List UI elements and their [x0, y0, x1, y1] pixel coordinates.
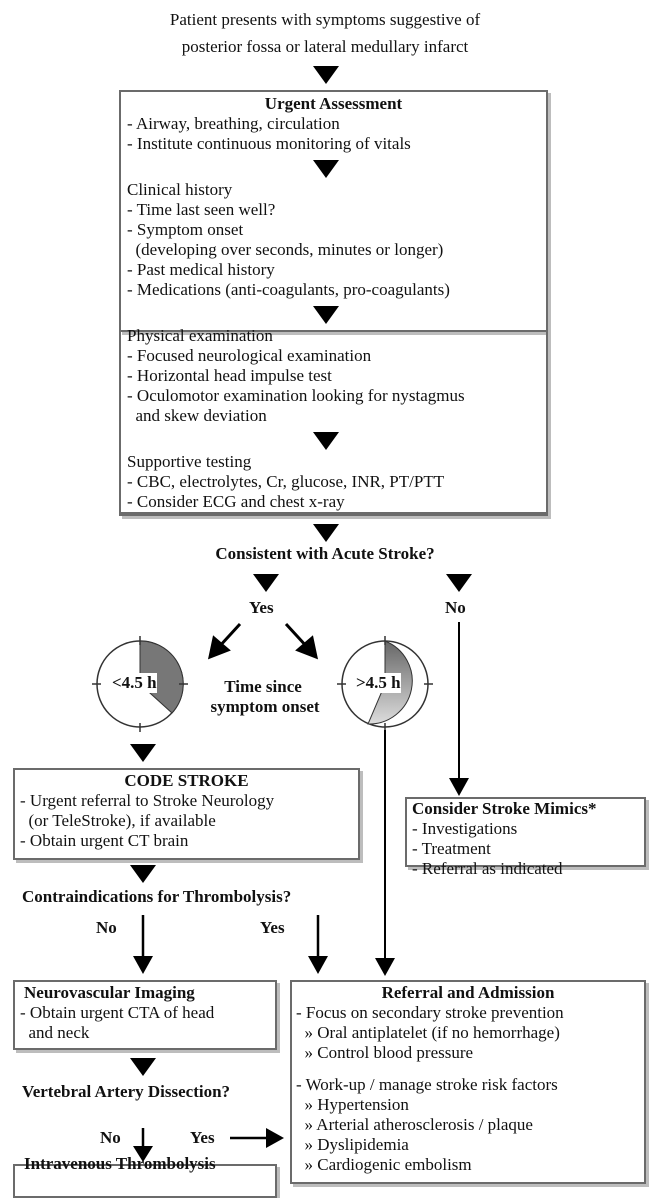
- code-stroke-item-3: - Obtain urgent CT brain: [20, 831, 189, 850]
- vad-no-label: No: [100, 1128, 121, 1147]
- exam-item-1: - Focused neurological examination: [127, 346, 372, 365]
- arrow-down-icon: [446, 574, 472, 592]
- referral-item-7: » Dyslipidemia: [296, 1135, 409, 1154]
- clock-right-label: >4.5 h: [356, 673, 401, 693]
- referral-item-3: » Control blood pressure: [296, 1043, 474, 1062]
- referral-item-8: » Cardiogenic embolism: [296, 1155, 472, 1174]
- time-since-line-2: symptom onset: [210, 697, 320, 716]
- arrow-down-icon: [313, 432, 339, 450]
- arrow-down-icon: [130, 865, 156, 883]
- arrow-down-icon: [130, 1058, 156, 1076]
- time-since-line-1: Time since: [224, 677, 302, 696]
- mimics-item-1: - Investigations: [412, 819, 518, 838]
- contra-yes-label: Yes: [260, 918, 285, 937]
- mimics-item-3: - Referral as indicated: [412, 859, 563, 878]
- urgent-item-1: - Airway, breathing, circulation: [127, 114, 340, 133]
- arrow-down-icon: [313, 524, 339, 542]
- referral-item-6: » Arterial atherosclerosis / plaque: [296, 1115, 533, 1134]
- neuro-item-1: - Obtain urgent CTA of head: [20, 1003, 215, 1022]
- yes-label: Yes: [249, 598, 274, 617]
- clock-left-label: <4.5 h: [112, 673, 157, 693]
- question-acute-stroke: Consistent with Acute Stroke?: [215, 544, 435, 563]
- code-stroke-box: [13, 768, 360, 860]
- history-item-1: - Time last seen well?: [127, 200, 276, 219]
- referral-title: Referral and Admission: [381, 983, 555, 1002]
- referral-admission-box: [290, 980, 646, 1184]
- exam-item-2: - Horizontal head impulse test: [127, 366, 332, 385]
- code-stroke-title: CODE STROKE: [124, 771, 249, 790]
- no-label: No: [445, 598, 466, 617]
- history-item-2: - Symptom onset: [127, 220, 244, 239]
- contra-no-label: No: [96, 918, 117, 937]
- support-item-1: - CBC, electrolytes, Cr, glucose, INR, P…: [127, 472, 445, 491]
- exam-item-3: - Oculomotor examination looking for nys…: [127, 386, 465, 405]
- mimics-item-2: - Treatment: [412, 839, 491, 858]
- support-item-2: - Consider ECG and chest x-ray: [127, 492, 345, 511]
- stroke-mimics-title: Consider Stroke Mimics*: [412, 799, 597, 818]
- neurovascular-title: Neurovascular Imaging: [24, 983, 195, 1002]
- intro-line-2: posterior fossa or lateral medullary inf…: [181, 37, 469, 56]
- arrow-down-icon: [130, 744, 156, 762]
- vad-yes-label: Yes: [190, 1128, 215, 1147]
- referral-item-1: - Focus on secondary stroke prevention: [296, 1003, 564, 1022]
- history-item-4: - Past medical history: [127, 260, 275, 279]
- box-joint: [121, 324, 546, 328]
- question-vad: Vertebral Artery Dissection?: [22, 1082, 231, 1101]
- arrow-down-icon: [253, 574, 279, 592]
- clinical-history-title: Clinical history: [127, 180, 233, 199]
- urgent-item-2: - Institute continuous monitoring of vit…: [127, 134, 411, 153]
- code-stroke-item-1: - Urgent referral to Stroke Neurology: [20, 791, 275, 810]
- history-item-5: - Medications (anti-coagulants, pro-coag…: [127, 280, 450, 299]
- stroke-mimics-box: [405, 797, 646, 867]
- arrow-down-icon: [313, 160, 339, 178]
- referral-item-2: » Oral antiplatelet (if no hemorrhage): [296, 1023, 560, 1042]
- exam-item-4: and skew deviation: [127, 406, 267, 425]
- code-stroke-item-2: (or TeleStroke), if available: [20, 811, 216, 830]
- intro-line-1: Patient presents with symptoms suggestiv…: [169, 10, 481, 29]
- arrow-down-icon: [313, 306, 339, 324]
- urgent-assessment-box: [119, 90, 548, 332]
- question-contraindications: Contraindications for Thrombolysis?: [22, 887, 292, 906]
- history-item-3: (developing over seconds, minutes or lon…: [127, 240, 444, 259]
- neuro-item-2: and neck: [20, 1023, 90, 1042]
- supportive-testing-title: Supportive testing: [127, 452, 252, 471]
- referral-item-5: » Hypertension: [296, 1095, 409, 1114]
- physical-exam-title: Physical examination: [127, 326, 273, 345]
- iv-thrombolysis-title: Intravenous Thrombolysis: [24, 1154, 216, 1173]
- arrow-down-icon: [313, 66, 339, 84]
- urgent-assessment-title: Urgent Assessment: [264, 94, 403, 113]
- neurovascular-imaging-box: [13, 980, 277, 1050]
- referral-item-4: - Work-up / manage stroke risk factors: [296, 1075, 558, 1094]
